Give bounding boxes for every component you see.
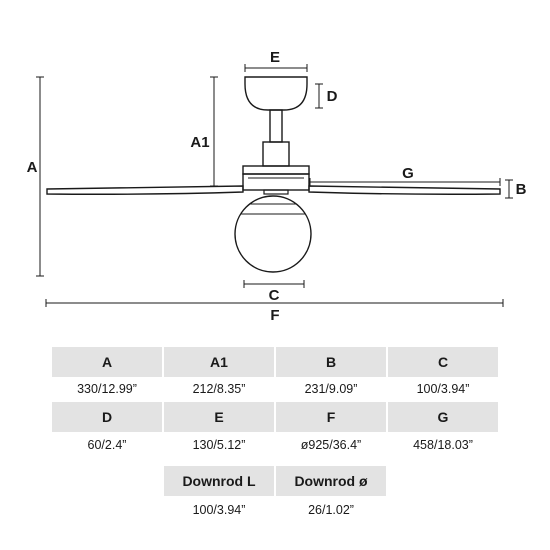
label-g: G	[402, 165, 414, 182]
table-header-a: A	[52, 347, 162, 377]
ceiling-canopy	[244, 76, 308, 111]
table-value-f: ø925/36.4”	[300, 438, 362, 452]
label-e: E	[270, 49, 280, 66]
table-header-a1: A1	[164, 347, 274, 377]
table-value-d: 60/2.4”	[87, 438, 127, 452]
table-header-downrod-length: Downrod L	[164, 466, 274, 496]
table-header-g: G	[388, 402, 498, 432]
motor-collar	[262, 141, 290, 167]
label-a: A	[27, 159, 38, 176]
table-header-downrod-diameter: Downrod ø	[276, 466, 386, 496]
label-b: B	[516, 181, 527, 198]
table-header-b: B	[276, 347, 386, 377]
table-header-c: C	[388, 347, 498, 377]
light-kit-hub	[263, 189, 289, 195]
right-blade	[308, 185, 501, 195]
table-header-d: D	[52, 402, 162, 432]
label-d: D	[327, 88, 338, 105]
motor-housing-lower	[242, 173, 310, 191]
downrod	[269, 109, 283, 143]
table-header-e: E	[164, 402, 274, 432]
table-value-a1: 212/8.35”	[192, 382, 246, 396]
table-value-downrod-diameter: 26/1.02”	[308, 503, 354, 517]
ceiling-fan-dimension-diagram: A A1 E D G B C F	[27, 49, 527, 324]
globe-light	[234, 195, 312, 273]
label-c: C	[269, 287, 280, 304]
label-a1: A1	[190, 134, 209, 151]
label-f: F	[270, 307, 279, 324]
table-value-g: 458/18.03”	[413, 438, 473, 452]
table-value-c: 100/3.94”	[416, 382, 470, 396]
motor-housing	[242, 165, 310, 175]
table-value-downrod-length: 100/3.94”	[192, 503, 246, 517]
table-header-f: F	[276, 402, 386, 432]
left-blade	[46, 185, 244, 195]
table-value-a: 330/12.99”	[77, 382, 137, 396]
table-value-b: 231/9.09”	[304, 382, 358, 396]
table-value-e: 130/5.12”	[192, 438, 246, 452]
